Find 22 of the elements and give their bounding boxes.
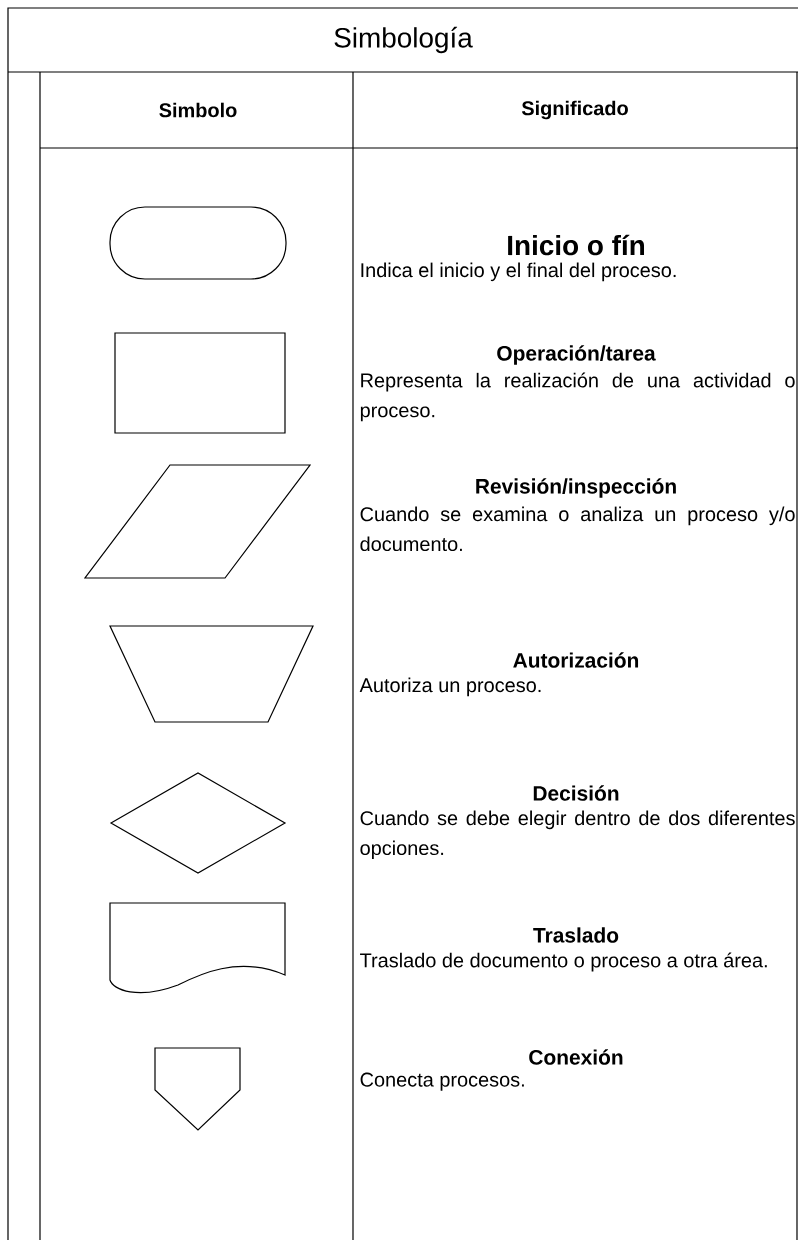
table-title: Simbología (334, 26, 473, 54)
column-header: Significado (521, 100, 628, 120)
symbol-description: Indica el inicio y el final del proceso. (361, 262, 676, 282)
column-header: Simbolo (159, 102, 237, 118)
symbol-description: Traslado de documento o proceso a otra área. (360, 952, 767, 972)
symbol-description: Autoriza un proceso. (359, 677, 541, 697)
document-symbol (109, 902, 286, 994)
symbol-name: Revisión/inspección (476, 478, 676, 498)
symbol-name: Conexión (529, 1049, 623, 1065)
symbol-name: Decisión (533, 785, 619, 801)
terminal-symbol (109, 206, 287, 280)
symbol-description: Cuando se examina o analiza un proceso y/o documento. (360, 506, 795, 552)
trapezoid-symbol (109, 625, 314, 723)
process-symbol (114, 332, 286, 434)
connector-symbol (154, 1047, 241, 1131)
symbol-name: Autorización (513, 652, 639, 668)
symbol-name: Traslado (533, 927, 619, 943)
symbol-name: Operación/tarea (497, 345, 656, 365)
symbol-description: Representa la realización de una actividad o proceso. (360, 372, 795, 422)
symbol-name: Inicio o fín (508, 234, 644, 256)
symbol-description: Cuando se debe elegir dentro de dos diferentes opciones. (360, 810, 795, 860)
symbol-description: Conecta procesos. (360, 1072, 524, 1091)
